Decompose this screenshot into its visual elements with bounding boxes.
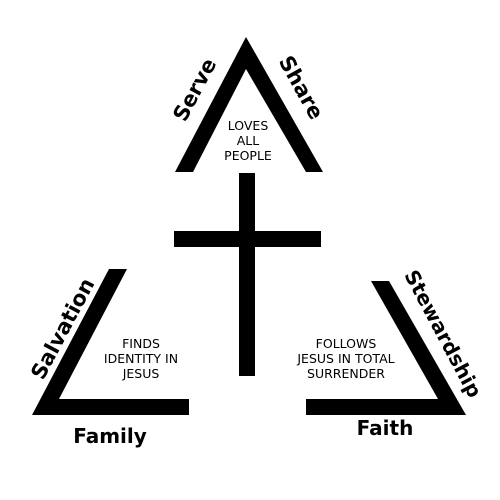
- right-bracket-shape: [306, 281, 466, 415]
- top-text-line-3: PEOPLE: [224, 148, 272, 163]
- cross-icon: [174, 173, 321, 376]
- top-text-line-1: LOVES: [228, 118, 269, 133]
- right-text-line-2: JESUS IN TOTAL: [296, 351, 394, 366]
- top-chevron-shape: [175, 37, 323, 172]
- faith-label: Faith: [357, 416, 414, 440]
- left-text-line-1: FINDS: [122, 336, 160, 351]
- right-text-line-3: SURRENDER: [307, 366, 385, 381]
- top-text-line-2: ALL: [237, 133, 260, 148]
- left-text-line-2: IDENTITY IN: [104, 351, 178, 366]
- family-label: Family: [73, 424, 147, 448]
- right-text-line-1: FOLLOWS: [316, 336, 377, 351]
- left-text-line-3: JESUS: [122, 366, 160, 381]
- left-bracket-shape: [32, 269, 189, 415]
